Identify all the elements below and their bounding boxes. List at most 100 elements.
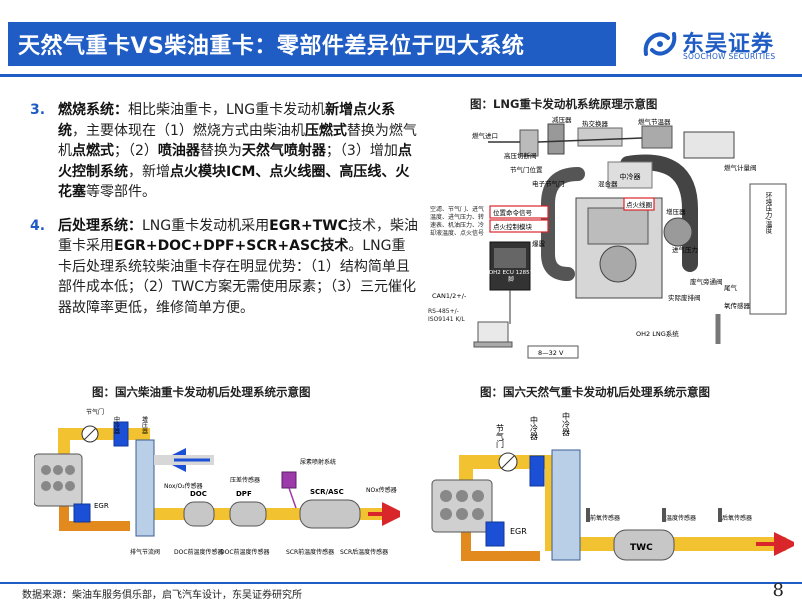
logo-english-name: SOOCHOW SECURITIES <box>683 52 776 61</box>
cylinder-head <box>587 207 649 245</box>
label-nox: Nox/O₂传感器 <box>164 482 203 490</box>
urea-tank-icon <box>281 471 297 489</box>
label-knock: 爆震 <box>532 239 546 248</box>
gas-figure-title: 图：国六天然气重卡发动机后处理系统示意图 <box>480 385 710 399</box>
logo-chinese-name: 东吴证券 <box>682 32 775 57</box>
bullet-emphasis: 点火模块ICM、点火线圈、高压线、火花塞 <box>58 163 410 201</box>
doc-unit <box>183 501 215 527</box>
label-e-throttle: 电子节气门 <box>532 179 565 188</box>
label-rear-o2: 后氧传感器 <box>722 514 752 522</box>
bullet-text: 技术，柴油重卡采用 <box>58 217 418 255</box>
bullet-emphasis: 点火控制系统 <box>58 143 412 180</box>
label-high-pressure-valve: 高压切断阀 <box>504 151 537 160</box>
bullet-emphasis: 点燃式 <box>72 143 114 159</box>
label-intercooler: 中冷器 <box>113 415 120 435</box>
bullet-emphasis: EGR+TWC <box>269 217 348 234</box>
label-intercooler-b: 中冷器 <box>562 411 571 437</box>
engine-icon <box>431 479 493 533</box>
sensor-list: 空滤、节气门、进气温度、进气压力、转速表、机油压力、冷却液温度、点火信号 <box>430 206 484 237</box>
diesel-aftertreatment-diagram: 节气门 中冷器 增压器 EGR Nox/O₂传感器 DOC DPF 压差传感器 … <box>33 404 406 574</box>
rear-o2-sensor-icon <box>718 508 722 522</box>
slide-header: 天然气重卡VS柴油重卡：零部件差异位于四大系统 东吴证券 SOOCHOW SEC… <box>0 0 802 84</box>
label-gas-in: 燃气进口 <box>472 131 498 140</box>
label-o2: 氧传感器 <box>724 301 751 310</box>
gas-throttle-icon <box>641 125 673 149</box>
intercooler-icon <box>113 421 129 447</box>
label-voltage: 8—32 V <box>538 349 564 357</box>
label-heat-exchanger: 热交换器 <box>582 119 609 128</box>
bullet-text: ，新增 <box>128 163 170 180</box>
laptop-base <box>473 341 513 348</box>
lng-diagram-svg: 中冷器 高压切断阀 减压器 热交换器 燃气节温器 燃气进口 燃气计量阀 混合器 … <box>428 114 790 364</box>
temp-sensor-icon <box>662 508 666 522</box>
soochow-logo-icon <box>643 32 677 56</box>
gas-line <box>537 137 643 143</box>
bullet-emphasis: 喷油器 <box>157 143 200 159</box>
label-egr: EGR <box>94 502 109 510</box>
bullet-number: 4. <box>30 217 46 234</box>
urea-line <box>288 487 297 509</box>
cylinder-icon <box>456 508 468 520</box>
high-pressure-valve-icon <box>519 129 539 157</box>
crank-icon <box>599 245 637 283</box>
label-temp-sensor: 温度传感器 <box>666 514 696 522</box>
intercooler-small-icon <box>529 455 545 487</box>
pos-signal-box <box>489 205 549 219</box>
reducer-icon <box>547 123 565 155</box>
cylinder-icon <box>41 465 51 475</box>
front-o2-sensor-icon <box>586 508 590 522</box>
bullet-emphasis: 燃烧系统： <box>58 102 128 118</box>
ignition-coil-box <box>623 197 655 211</box>
cylinder-icon <box>41 481 51 491</box>
intercooler-box <box>607 161 653 189</box>
cylinder-icon <box>440 508 452 520</box>
turbo-icon <box>135 439 155 537</box>
label-mixer: 混合器 <box>598 179 618 188</box>
bullet-text: ，主要体现在（1）燃烧方式由柴油机 <box>72 122 305 139</box>
label-exhaust-throttle: 排气节流阀 <box>130 548 160 556</box>
intake-exhaust-pipe <box>58 428 394 520</box>
lng-figure-title: 图：LNG重卡发动机系统原理示意图 <box>470 97 658 111</box>
cylinder-icon <box>472 508 484 520</box>
label-gas-meter: 燃气计量阀 <box>724 163 757 172</box>
bullet-text: 等零部件。 <box>86 184 156 200</box>
label-env: 环境压力/温度 <box>764 192 772 235</box>
heat-exchanger-icon <box>577 127 623 147</box>
label-scr-rear: SCR后温度传感器 <box>340 548 388 556</box>
label-front-o2: 前氧传感器 <box>590 514 620 522</box>
label-intercooler: 中冷器 <box>620 172 641 181</box>
bullet-text: 相比柴油重卡，LNG重卡发动机 <box>128 102 326 118</box>
label-egr: EGR <box>510 527 527 536</box>
label-intercooler-a: 中冷器 <box>530 415 539 441</box>
label-throttle: 节气门 <box>86 408 104 416</box>
bullet-emphasis: 天然气喷射器 <box>241 143 326 159</box>
laptop-icon <box>477 321 509 343</box>
bullet-number: 3. <box>30 102 46 118</box>
env-panel <box>749 183 787 315</box>
throttle-plate <box>501 455 515 469</box>
lng-system-diagram: 中冷器 高压切断阀 减压器 热交换器 燃气节温器 燃气进口 燃气计量阀 混合器 … <box>428 114 790 364</box>
twc-unit <box>613 529 675 561</box>
diesel-figure-title: 图：国六柴油重卡发动机后处理系统示意图 <box>92 385 311 399</box>
bullet-emphasis: 压燃式 <box>304 122 347 139</box>
label-wastegate: 废气旁通阀 <box>690 277 723 286</box>
bullet-emphasis: 后处理系统： <box>58 217 142 234</box>
label-can: CAN1/2+/- <box>432 292 467 300</box>
gas-diagram-svg: 节气门 中冷器 中冷器 EGR 前氧传感器 温度传感器 后氧传感器 TWC <box>431 411 798 561</box>
label-urea: 尿素喷射系统 <box>300 458 336 466</box>
bullet-point-2: 4.后处理系统：LNG重卡发动机采用EGR+TWC技术，柴油重卡采用EGR+DO… <box>30 216 418 319</box>
bullet-text: 替换为 <box>199 143 242 159</box>
data-source: 数据来源：柴油车服务俱乐部，启飞汽车设计，东吴证券研究所 <box>22 590 302 601</box>
diesel-diagram-svg: 节气门 中冷器 增压器 EGR Nox/O₂传感器 DOC DPF 压差传感器 … <box>33 408 406 556</box>
header-divider <box>0 74 802 77</box>
label-doc: DOC <box>190 490 207 498</box>
turbo-icon <box>663 217 693 247</box>
label-nox-out: NOx传感器 <box>366 486 397 494</box>
bullet-text: ；（2） <box>114 143 158 159</box>
label-scr-front: SCR前温度传感器 <box>286 548 334 556</box>
bullet-points: 3.燃烧系统：相比柴油重卡，LNG重卡发动机新增点火系统，主要体现在（1）燃烧方… <box>30 100 418 318</box>
label-reducer: 减压器 <box>552 115 572 124</box>
label-throttle: 节气门 <box>496 424 505 449</box>
egr-valve-icon <box>485 521 505 547</box>
cylinder-icon <box>456 490 468 502</box>
